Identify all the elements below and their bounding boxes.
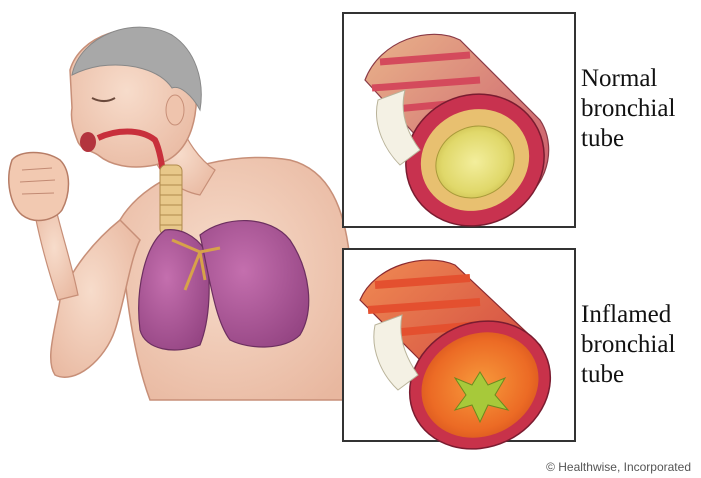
inflamed-caption-line-1: Inflamed — [581, 300, 675, 330]
trachea — [160, 165, 182, 235]
inflamed-tube-panel — [343, 249, 575, 472]
ear — [166, 95, 184, 125]
inflamed-caption-line-2: bronchial — [581, 330, 675, 360]
normal-tube-caption: Normal bronchial tube — [581, 64, 675, 154]
fist — [9, 153, 69, 221]
inflamed-caption-line-3: tube — [581, 360, 675, 390]
coughing-man — [9, 27, 352, 400]
normal-caption-line-2: bronchial — [581, 94, 675, 124]
inflamed-tube-caption: Inflamed bronchial tube — [581, 300, 675, 390]
open-mouth — [80, 132, 96, 152]
normal-caption-line-1: Normal — [581, 64, 675, 94]
copyright-credit: © Healthwise, Incorporated — [546, 460, 691, 474]
normal-caption-line-3: tube — [581, 124, 675, 154]
normal-tube-panel — [343, 13, 575, 248]
